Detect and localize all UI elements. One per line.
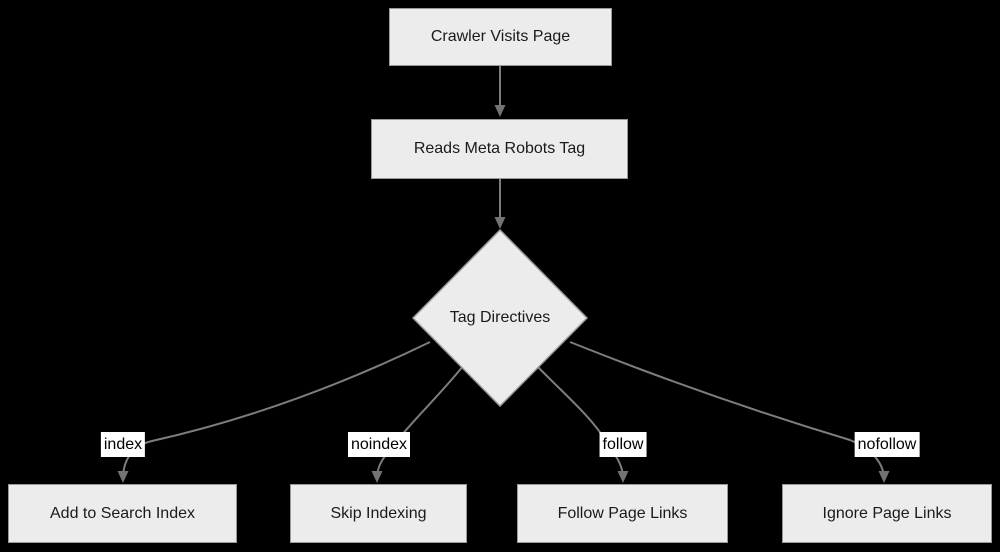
edge-directives-to-follow (536, 365, 624, 477)
node-follow-page-links: Follow Page Links (517, 484, 728, 543)
node-ignore-page-links: Ignore Page Links (782, 484, 992, 543)
arrow-down-icon (117, 471, 129, 483)
edge-label-follow: follow (599, 432, 647, 457)
node-add-to-search-index: Add to Search Index (8, 484, 237, 543)
arrow-down-icon (371, 471, 383, 483)
node-reads-meta-robots-tag: Reads Meta Robots Tag (371, 119, 628, 179)
arrow-down-icon (494, 105, 506, 117)
edge-directives-to-skip (376, 365, 464, 477)
arrow-down-icon (617, 471, 629, 483)
node-crawler-visits-page: Crawler Visits Page (389, 8, 612, 66)
edge-label-index: index (100, 432, 146, 457)
edge-label-nofollow: nofollow (854, 432, 920, 457)
edge-label-noindex: noindex (347, 432, 411, 457)
node-skip-indexing: Skip Indexing (290, 484, 467, 543)
arrow-down-icon (878, 471, 890, 483)
node-tag-directives-shape (411, 228, 589, 408)
arrow-down-icon (494, 217, 506, 229)
node-tag-directives-label: Tag Directives (449, 309, 551, 326)
